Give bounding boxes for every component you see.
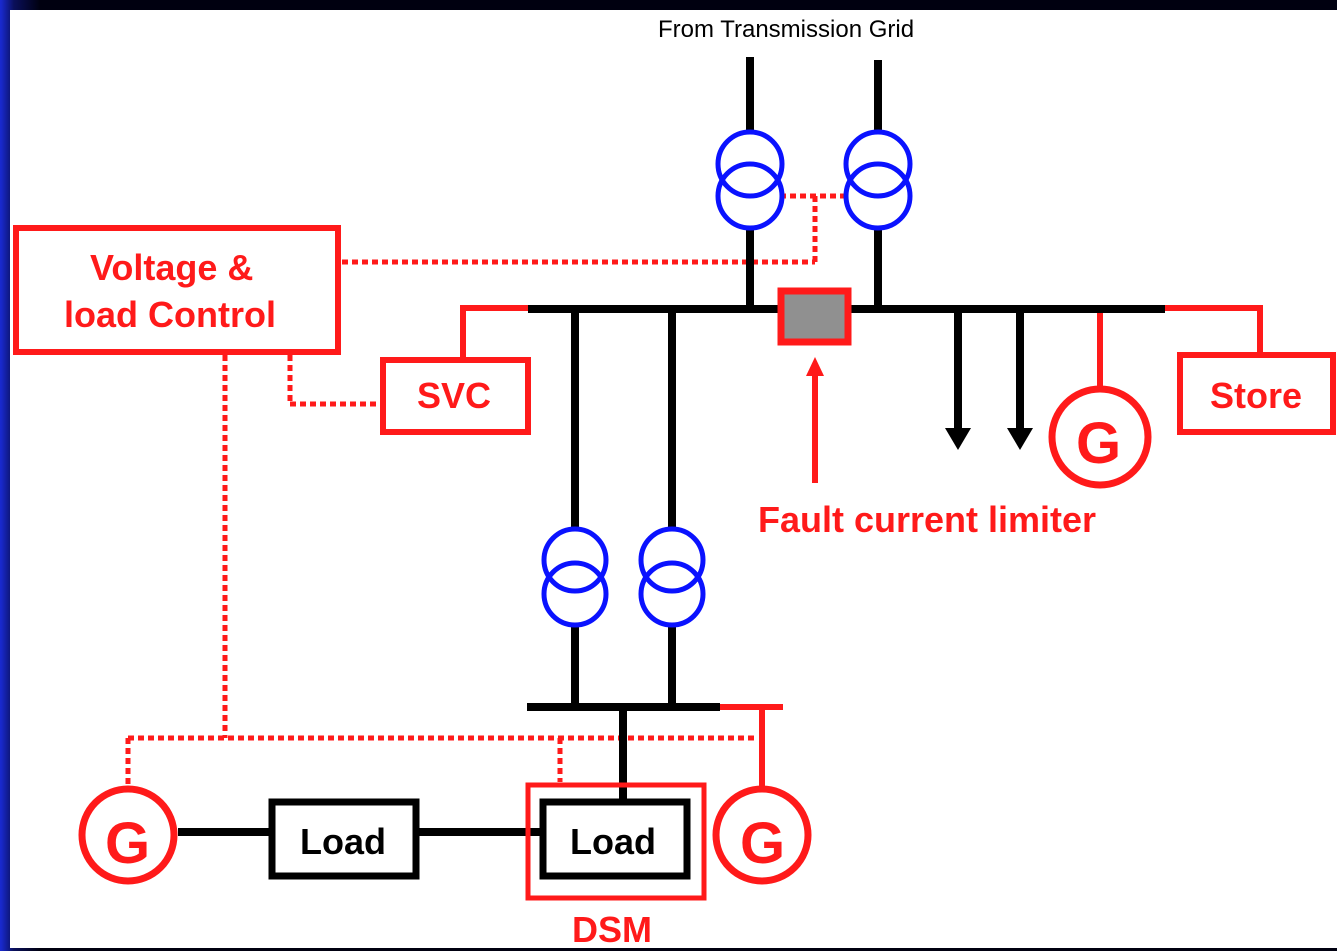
fcl-arrow-head [806, 357, 824, 376]
control-signal-lines [125, 193, 845, 785]
voltage-control-label-line1: Voltage & [90, 247, 254, 288]
generator-label-bottom-right: G [740, 811, 786, 876]
load-arrows [945, 428, 1033, 450]
generator-circles [78, 385, 1152, 885]
generator-label-bottom-left: G [105, 811, 151, 876]
load-label-left: Load [300, 821, 386, 862]
transformer-symbols [541, 129, 913, 628]
fault-current-limiter-box [777, 287, 852, 346]
store-label: Store [1210, 375, 1303, 416]
voltage-control-label-line2: load Control [64, 294, 276, 335]
svc-box [380, 357, 531, 435]
load-box-right [539, 798, 691, 880]
dsm-label: DSM [572, 909, 652, 950]
red-network-lines [460, 305, 1263, 790]
load-box-left [268, 798, 420, 880]
fault-current-limiter-label: Fault current limiter [758, 499, 1097, 540]
svc-label: SVC [417, 375, 492, 416]
slide-canvas: From Transmission Grid Voltage & load Co… [10, 10, 1337, 950]
generator-label-right: G [1076, 411, 1122, 476]
transmission-grid-label: From Transmission Grid [658, 16, 915, 43]
load-label-right: Load [570, 821, 656, 862]
voltage-load-control-box [13, 225, 341, 355]
dsm-box [525, 782, 707, 901]
store-box [1177, 352, 1336, 435]
